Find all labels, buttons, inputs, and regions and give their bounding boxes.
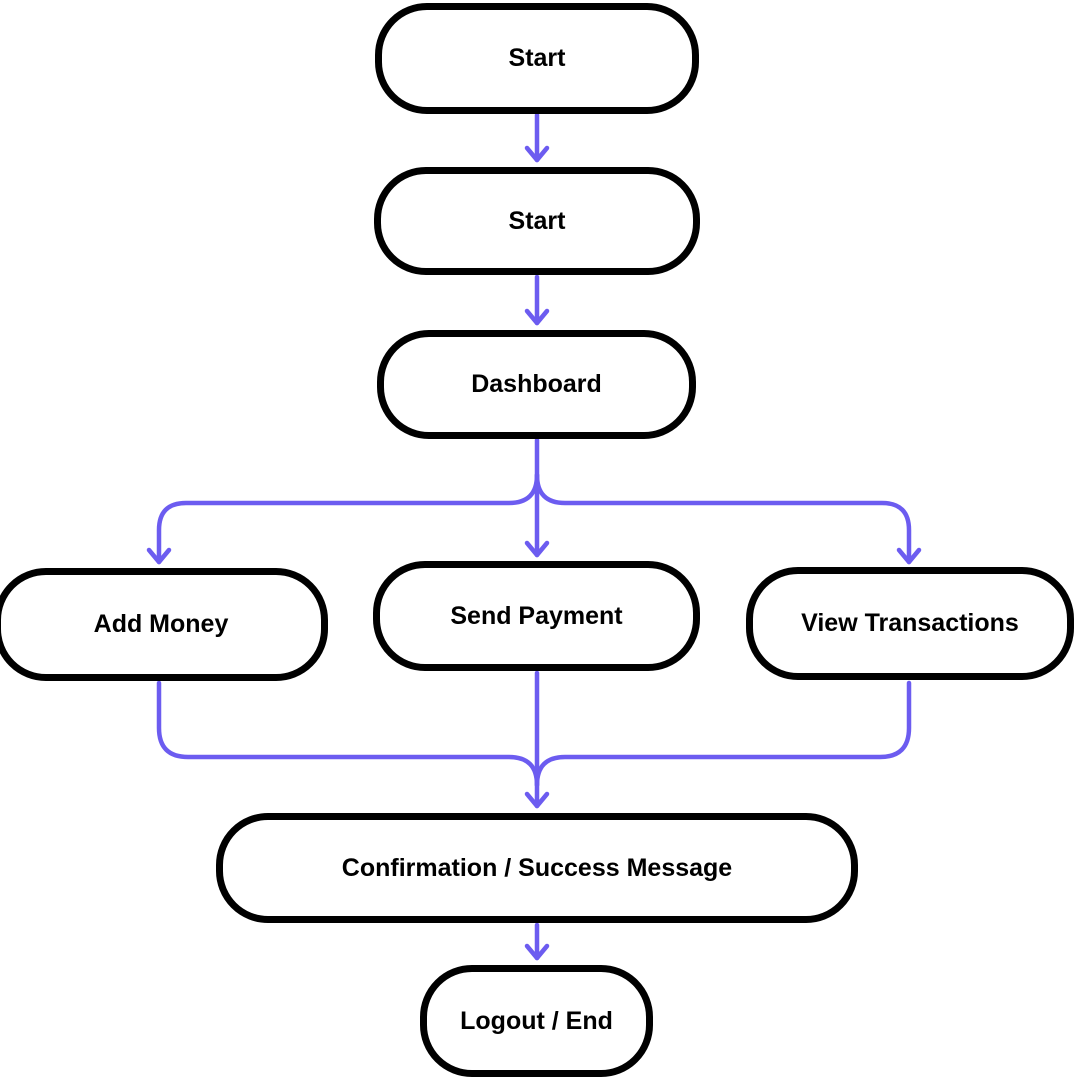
connector-dashboard-view: [534, 472, 912, 565]
node-send-payment-label: Send Payment: [450, 601, 623, 630]
node-start-label: Start: [508, 44, 566, 72]
arrowhead-add: [146, 547, 172, 565]
node-confirmation: Confirmation / Success Message: [216, 813, 858, 923]
arrowhead-conf: [524, 791, 550, 809]
connector-add-conf: [156, 680, 540, 788]
node-start-second: Start: [374, 167, 700, 275]
node-add-money-label: Add Money: [93, 610, 229, 638]
node-dashboard-label: Dashboard: [471, 370, 602, 398]
node-view-transactions: View Transactions: [746, 567, 1074, 680]
node-view-transactions-label: View Transactions: [801, 609, 1019, 637]
arrowhead-dashboard: [524, 308, 550, 326]
node-start-second-label: Start: [508, 206, 566, 235]
arrowhead-start2: [524, 145, 550, 163]
arrowhead-send: [524, 540, 550, 558]
node-send-payment: Send Payment: [373, 561, 700, 671]
arrowhead-view: [896, 547, 922, 565]
node-dashboard: Dashboard: [377, 330, 696, 439]
node-add-money: Add Money: [0, 568, 328, 681]
node-logout-end-label: Logout / End: [460, 1006, 613, 1035]
connector-view-conf: [534, 680, 912, 788]
connector-dashboard-add: [156, 472, 540, 565]
node-confirmation-label: Confirmation / Success Message: [341, 853, 733, 882]
arrowhead-logout: [524, 943, 550, 961]
node-logout-end: Logout / End: [420, 965, 653, 1077]
node-start: Start: [375, 3, 699, 114]
